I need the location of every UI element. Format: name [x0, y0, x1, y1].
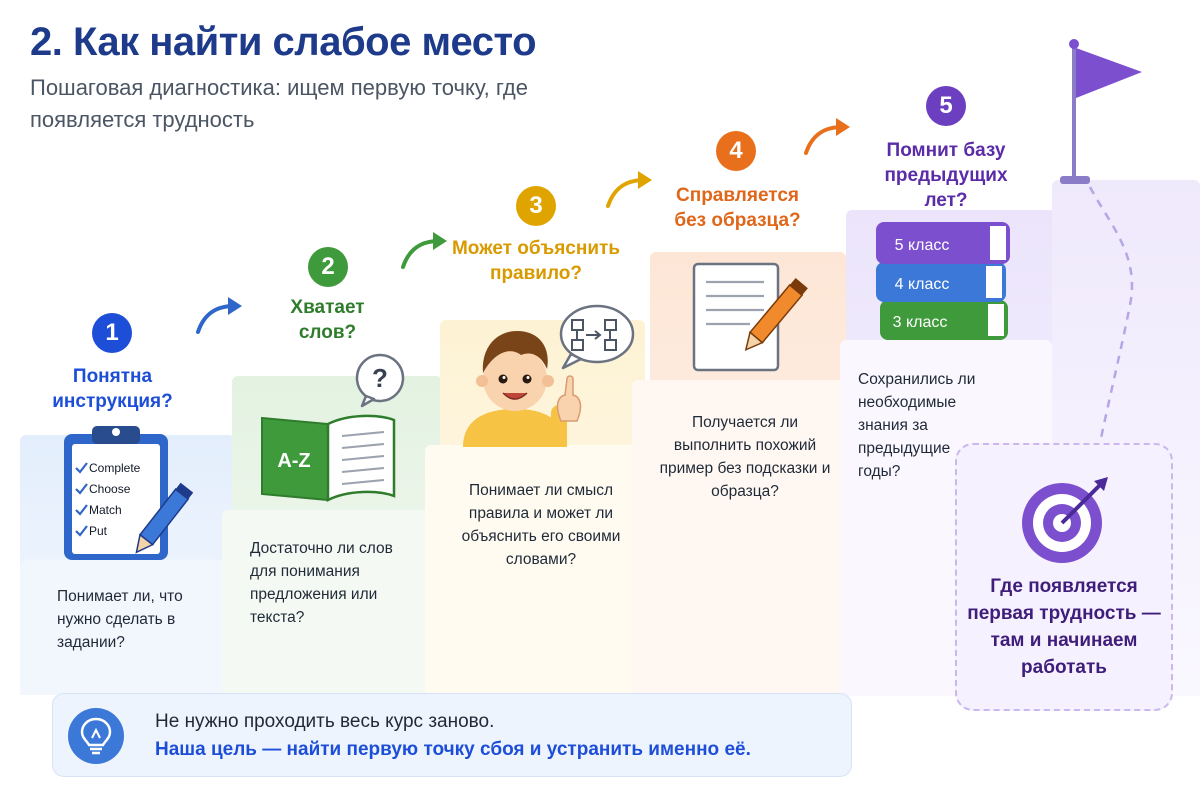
- step-2-description: Достаточно ли слов для понимания предлож…: [250, 540, 393, 626]
- book-4-label: 4 класс: [895, 276, 950, 293]
- step-4-description: Получается ли выполнить похожий пример б…: [659, 414, 831, 500]
- step-3-description: Понимает ли смысл правила и может ли объ…: [461, 482, 621, 568]
- pencil-icon: [744, 277, 808, 352]
- step-2-question: Хватает слов?: [290, 297, 365, 343]
- clipboard-icon: Complete Choose Match Put: [64, 426, 194, 560]
- step-5-question: Помнит базу предыдущих лет?: [884, 140, 1008, 211]
- step-4-question: Справляется без образца?: [674, 185, 801, 231]
- diagram-bubble-icon: [559, 304, 635, 370]
- step-1-question: Понятна инструкция?: [52, 366, 173, 412]
- goal-text: Где появляется первая трудность — там и …: [967, 576, 1161, 678]
- step-1-description: Понимает ли, что нужно сделать в задании…: [57, 588, 183, 651]
- footer-line-1: Не нужно проходить весь курс заново.: [155, 711, 495, 732]
- paper-icon: [692, 262, 808, 372]
- checklist-item-put: Put: [89, 524, 108, 538]
- dashed-path: [1088, 186, 1134, 444]
- arrow-right-icon: [606, 171, 652, 208]
- step-3-question: Может объяснить правило?: [451, 238, 621, 284]
- step-1-base: [20, 560, 230, 695]
- step-4-number: 4: [716, 131, 756, 171]
- arrow-right-icon: [401, 232, 447, 269]
- step-1-number: 1: [92, 313, 132, 353]
- svg-text:?: ?: [372, 363, 388, 393]
- footer-line-2: Наша цель — найти первую точку сбоя и ус…: [155, 739, 751, 760]
- checklist-item-complete: Complete: [89, 461, 141, 475]
- flag-icon: [1060, 39, 1142, 184]
- boy-icon: [463, 331, 582, 447]
- step-2-base: [222, 510, 437, 696]
- book-label: A-Z: [277, 450, 310, 472]
- step-3-number: 3: [516, 186, 556, 226]
- checklist-item-match: Match: [89, 503, 122, 517]
- lightbulb-icon: [68, 708, 124, 764]
- book-5-label: 5 класс: [895, 237, 950, 254]
- question-bubble-icon: ?: [355, 353, 405, 408]
- books-stack-icon: 3 класс 4 класс 5 класс: [876, 222, 1010, 340]
- book-icon: A-Z: [261, 414, 396, 502]
- step-5-description: Сохранились ли необходимые знания за пре…: [858, 371, 976, 480]
- footer-note: [52, 693, 852, 777]
- step-3-base: [425, 445, 640, 695]
- target-icon: [1022, 477, 1108, 563]
- step-4-base: [632, 380, 844, 696]
- arrow-right-icon: [196, 297, 242, 334]
- checklist-item-choose: Choose: [89, 482, 131, 496]
- arrow-right-icon: [804, 118, 850, 155]
- step-5-number: 5: [926, 86, 966, 126]
- step-2-number: 2: [308, 247, 348, 287]
- page-title: 2. Как найти слабое место: [30, 20, 537, 64]
- page-subtitle: Пошаговая диагностика: ищем первую точку…: [30, 75, 528, 132]
- pencil-icon: [135, 482, 194, 554]
- book-3-label: 3 класс: [893, 314, 948, 331]
